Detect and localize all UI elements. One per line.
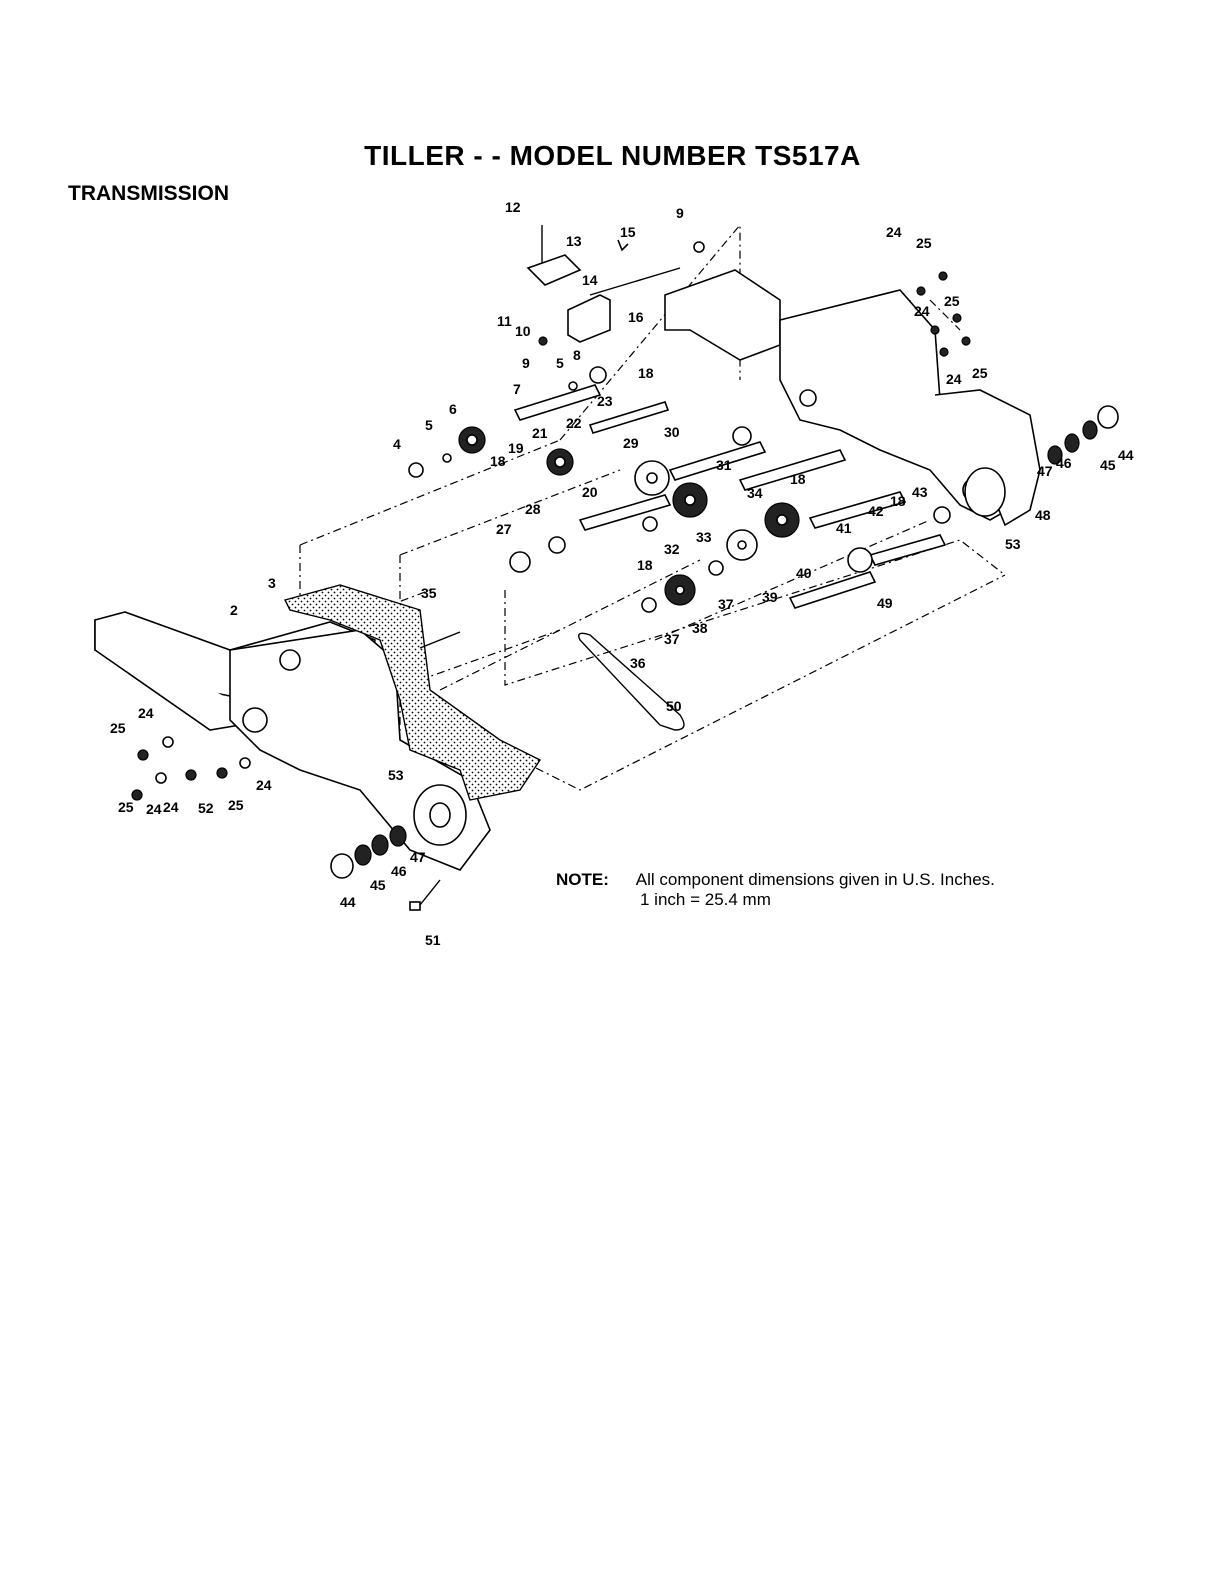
callout: 29	[623, 435, 639, 451]
callout: 45	[1100, 457, 1116, 473]
callout: 47	[1037, 463, 1053, 479]
callout: 46	[391, 863, 407, 879]
callout: 8	[573, 347, 581, 363]
callout: 35	[421, 585, 437, 601]
callout: 24	[163, 799, 179, 815]
callout: 44	[1118, 447, 1134, 463]
callout: 25	[972, 365, 988, 381]
callout: 25	[944, 293, 960, 309]
callout: 34	[747, 485, 763, 501]
callout: 5	[425, 417, 433, 433]
callout: 31	[716, 457, 732, 473]
callout: 50	[666, 698, 682, 714]
callout: 3	[268, 575, 276, 591]
gasket	[283, 584, 542, 801]
callout: 2	[230, 602, 238, 618]
callout: 15	[620, 224, 636, 240]
callout: 40	[796, 565, 812, 581]
callout: 7	[513, 381, 521, 397]
callout: 24	[138, 705, 154, 721]
callout: 38	[692, 620, 708, 636]
callout: 24	[256, 777, 272, 793]
page-title: TILLER - - MODEL NUMBER TS517A	[364, 140, 861, 171]
note-label: NOTE:	[556, 870, 609, 889]
callout: 43	[912, 484, 928, 500]
callout: 51	[425, 932, 441, 948]
callout: 53	[388, 767, 404, 783]
drive-chain	[578, 632, 685, 731]
callout: 49	[877, 595, 893, 611]
callout: 53	[1005, 536, 1021, 552]
callout: 47	[410, 849, 426, 865]
callout: 24	[946, 371, 962, 387]
callout: 46	[1056, 455, 1072, 471]
callout: 22	[566, 415, 582, 431]
callout: 20	[582, 484, 598, 500]
callout: 13	[566, 233, 582, 249]
note-line-1: All component dimensions given in U.S. I…	[635, 870, 995, 889]
callout: 6	[449, 401, 457, 417]
shafts	[419, 384, 947, 649]
callout: 28	[525, 501, 541, 517]
callout: 9	[522, 355, 530, 371]
shifter-assembly	[526, 225, 705, 346]
callout: 21	[532, 425, 548, 441]
callout: 48	[1035, 507, 1051, 523]
callout: 16	[628, 309, 644, 325]
callout: 42	[868, 503, 884, 519]
note-line-2: 1 inch = 25.4 mm	[640, 890, 771, 909]
callout: 10	[515, 323, 531, 339]
callout: 18	[638, 365, 654, 381]
callout: 18	[637, 557, 653, 573]
callout: 18	[890, 493, 906, 509]
hardware	[131, 271, 1119, 911]
callout: 25	[118, 799, 134, 815]
callout: 12	[505, 199, 521, 215]
callout: 25	[110, 720, 126, 736]
hubs	[413, 467, 1006, 846]
callout: 23	[597, 393, 613, 409]
callout: 24	[886, 224, 902, 240]
callout: 24	[914, 303, 930, 319]
callout: 44	[340, 894, 356, 910]
callout: 33	[696, 529, 712, 545]
callout: 19	[508, 440, 524, 456]
callout: 27	[496, 521, 512, 537]
callout: 25	[916, 235, 932, 251]
callout: 11	[497, 313, 512, 329]
section-title: TRANSMISSION	[68, 182, 230, 205]
callout: 39	[762, 589, 778, 605]
callout: 37	[664, 631, 680, 647]
callout-labels: 12 13 15 9 14 16 11 10 9 5 8 7 18 23 6 5…	[110, 199, 1134, 948]
callout: 18	[790, 471, 806, 487]
callout: 5	[556, 355, 564, 371]
callout: 41	[836, 520, 852, 536]
callout: 14	[582, 272, 598, 288]
callout: 25	[228, 797, 244, 813]
callout: 4	[393, 436, 401, 452]
callout: 9	[676, 205, 684, 221]
callout: 37	[718, 596, 734, 612]
callout: 32	[664, 541, 680, 557]
callout: 24	[146, 801, 162, 817]
dimension-note: NOTE: All component dimensions given in …	[556, 870, 995, 910]
gears-sprockets	[408, 366, 951, 613]
callout: 45	[370, 877, 386, 893]
callout: 36	[630, 655, 646, 671]
right-housing	[664, 269, 1041, 527]
callout: 52	[198, 800, 214, 816]
callout: 30	[664, 424, 680, 440]
callout: 18	[490, 453, 506, 469]
